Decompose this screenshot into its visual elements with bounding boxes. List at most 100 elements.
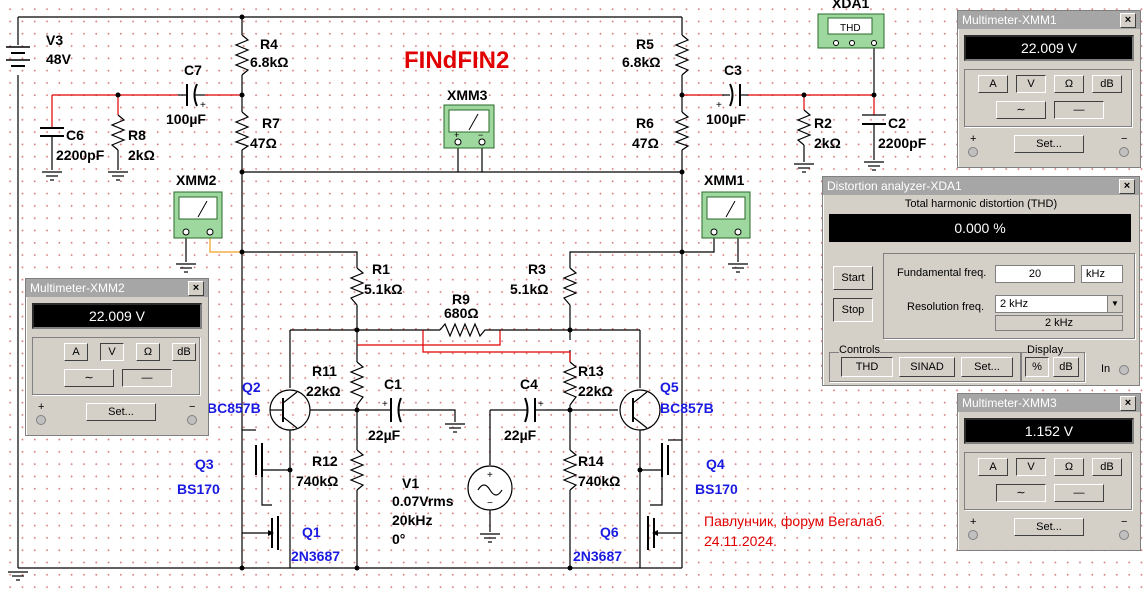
thd-button[interactable]: THD xyxy=(841,357,893,377)
xda1-icon[interactable]: THD xyxy=(817,13,885,49)
q1-symbol[interactable] xyxy=(268,516,279,550)
voltmeter-button[interactable]: V xyxy=(1016,458,1046,476)
positive-terminal-icon[interactable] xyxy=(968,530,978,540)
xmm3-icon[interactable]: + − xyxy=(443,104,495,149)
r11-value: 22kΩ xyxy=(306,383,341,399)
settings-button[interactable]: Set... xyxy=(86,403,156,421)
settings-button[interactable]: Set... xyxy=(1014,518,1084,536)
ammeter-button[interactable]: A xyxy=(978,75,1008,93)
r3-value: 5.1kΩ xyxy=(510,281,548,297)
multimeter-xmm3-titlebar[interactable]: Multimeter-XMM3 × xyxy=(958,394,1140,412)
ohmmeter-button[interactable]: Ω xyxy=(1054,75,1084,93)
dc-mode-button[interactable]: — xyxy=(1054,484,1104,502)
xmm1-icon[interactable] xyxy=(701,191,751,239)
ground-icon-c1 xyxy=(445,423,465,433)
dc-mode-button[interactable]: — xyxy=(122,369,172,387)
q4-label: Q4 xyxy=(706,456,725,472)
stop-button[interactable]: Stop xyxy=(833,298,873,322)
positive-terminal-label: + xyxy=(970,133,977,145)
thd-reading-display: 0.000 % xyxy=(829,214,1131,242)
r2-symbol xyxy=(796,109,812,146)
q2-symbol[interactable] xyxy=(269,389,311,431)
negative-terminal-icon[interactable] xyxy=(1119,530,1129,540)
c1-symbol: + xyxy=(380,397,408,423)
db-button[interactable]: dB xyxy=(1053,357,1079,377)
q6-symbol[interactable] xyxy=(647,516,658,550)
negative-terminal-icon[interactable] xyxy=(1119,147,1129,157)
xmm1-label: XMM1 xyxy=(704,172,745,188)
c2-symbol xyxy=(862,114,886,160)
negative-terminal-icon[interactable] xyxy=(187,415,197,425)
r8-symbol xyxy=(110,114,126,151)
c3-symbol: + xyxy=(716,83,748,111)
r13-symbol xyxy=(562,361,578,406)
distortion-analyzer-titlebar[interactable]: Distortion analyzer-XDA1 × xyxy=(823,177,1139,195)
svg-text:+: + xyxy=(200,100,206,111)
orange-wires xyxy=(209,237,242,253)
xmm2-icon[interactable] xyxy=(173,191,223,239)
close-icon[interactable]: × xyxy=(1120,396,1136,411)
sinad-button[interactable]: SINAD xyxy=(899,357,955,377)
q3-symbol[interactable] xyxy=(255,443,263,477)
multimeter-xmm2-window[interactable]: Multimeter-XMM2 × 22.009 V A V Ω dB ∼ — … xyxy=(25,278,209,436)
v3-value: 48V xyxy=(46,51,72,67)
decibel-button[interactable]: dB xyxy=(172,343,196,361)
percent-button[interactable]: % xyxy=(1025,357,1049,377)
distortion-analyzer-window[interactable]: Distortion analyzer-XDA1 × Total harmoni… xyxy=(822,176,1140,386)
decibel-button[interactable]: dB xyxy=(1092,458,1122,476)
voltmeter-button[interactable]: V xyxy=(100,343,124,361)
c7-label: C7 xyxy=(184,62,202,78)
start-button[interactable]: Start xyxy=(833,266,873,290)
r4-symbol xyxy=(234,34,250,76)
decibel-button[interactable]: dB xyxy=(1092,75,1122,93)
fundamental-freq-input[interactable]: 20 xyxy=(995,265,1075,283)
voltmeter-button[interactable]: V xyxy=(1016,75,1046,93)
r5-label: R5 xyxy=(636,36,654,52)
r2-value: 2kΩ xyxy=(814,135,841,151)
ground-icon-c2 xyxy=(864,161,884,171)
settings-button[interactable]: Set... xyxy=(1014,135,1084,153)
positive-terminal-icon[interactable] xyxy=(968,147,978,157)
positive-terminal-icon[interactable] xyxy=(36,415,46,425)
chevron-down-icon[interactable]: ▼ xyxy=(1107,296,1122,312)
close-icon[interactable]: × xyxy=(188,281,204,296)
multimeter-xmm1-window[interactable]: Multimeter-XMM1 × 22.009 V A V Ω dB ∼ — … xyxy=(957,10,1141,168)
q5-symbol[interactable] xyxy=(619,389,661,431)
ground-icon-v1 xyxy=(480,533,500,543)
black-wires xyxy=(17,16,875,570)
c1-label: C1 xyxy=(384,376,402,392)
multimeter-xmm1-titlebar[interactable]: Multimeter-XMM1 × xyxy=(958,11,1140,29)
r8-value: 2kΩ xyxy=(128,147,155,163)
close-icon[interactable]: × xyxy=(1119,179,1135,194)
ac-mode-button[interactable]: ∼ xyxy=(996,484,1046,502)
ammeter-button[interactable]: A xyxy=(64,343,88,361)
ohmmeter-button[interactable]: Ω xyxy=(1054,458,1084,476)
multimeter-xmm2-titlebar[interactable]: Multimeter-XMM2 × xyxy=(26,279,208,297)
fundamental-freq-unit[interactable]: kHz xyxy=(1081,265,1123,283)
multimeter-xmm3-window[interactable]: Multimeter-XMM3 × 1.152 V A V Ω dB ∼ — S… xyxy=(957,393,1141,551)
input-terminal-icon[interactable] xyxy=(1119,365,1129,375)
ohmmeter-button[interactable]: Ω xyxy=(136,343,160,361)
r7-symbol xyxy=(234,111,250,151)
settings-button[interactable]: Set... xyxy=(961,357,1013,377)
battery-v3-symbol[interactable] xyxy=(6,46,30,67)
xda1-box-label: THD xyxy=(840,23,861,34)
ac-mode-button[interactable]: ∼ xyxy=(64,369,114,387)
window-title: Multimeter-XMM2 xyxy=(30,281,125,295)
q1-type: 2N3687 xyxy=(291,548,340,564)
q5-label: Q5 xyxy=(660,379,679,395)
q4-symbol[interactable] xyxy=(661,443,669,477)
resolution-freq-select[interactable]: 2 kHz ▼ xyxy=(995,295,1123,313)
ac-source-v1-symbol[interactable]: + − xyxy=(467,465,513,511)
close-icon[interactable]: × xyxy=(1120,13,1136,28)
c3-label: C3 xyxy=(724,62,742,78)
q2-type: BC857B xyxy=(207,400,261,416)
r1-value: 5.1kΩ xyxy=(364,281,402,297)
c4-label: C4 xyxy=(520,376,538,392)
ammeter-button[interactable]: A xyxy=(978,458,1008,476)
r12-symbol xyxy=(349,449,365,491)
dc-mode-button[interactable]: — xyxy=(1054,101,1104,119)
ac-mode-button[interactable]: ∼ xyxy=(996,101,1046,119)
controls-label: Controls xyxy=(839,344,880,356)
